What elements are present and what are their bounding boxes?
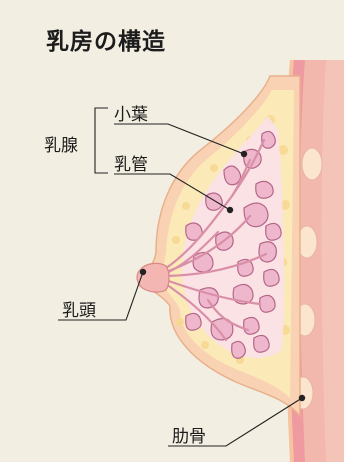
label-mammary-gland: 乳腺 xyxy=(44,131,78,156)
nipple-dot xyxy=(140,269,146,275)
breast xyxy=(137,76,300,416)
rib-dot xyxy=(299,395,305,401)
label-nipple: 乳頭 xyxy=(62,296,96,321)
label-rib: 肋骨 xyxy=(172,422,206,447)
page-title: 乳房の構造 xyxy=(46,22,166,56)
lobule-dot xyxy=(241,151,247,157)
duct-dot xyxy=(227,207,233,213)
label-duct: 乳管 xyxy=(114,150,148,175)
nipple-shape xyxy=(137,263,169,292)
label-lobule: 小葉 xyxy=(114,100,148,125)
rib-1 xyxy=(302,148,322,180)
bracket xyxy=(95,108,108,173)
